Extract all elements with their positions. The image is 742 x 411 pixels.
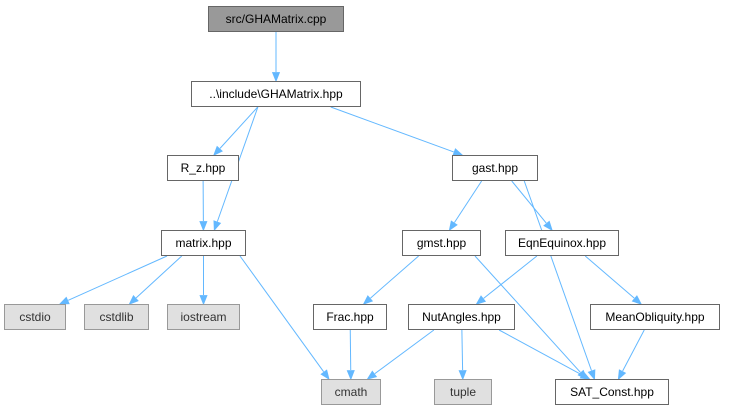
arrowhead-icon — [58, 296, 70, 305]
arrowhead-icon — [366, 370, 378, 380]
dependency-edge — [370, 255, 419, 299]
dependency-edge — [523, 180, 592, 371]
node-r-z-hpp[interactable]: R_z.hpp — [167, 155, 239, 181]
arrowhead-icon — [128, 295, 139, 305]
arrowhead-icon — [199, 295, 208, 306]
node-gmst-hpp[interactable]: gmst.hpp — [402, 230, 481, 256]
dependency-edge — [498, 329, 582, 376]
dependency-edge — [330, 106, 454, 153]
node-ghamatrix-hpp[interactable]: ..\include\GHAMatrix.hpp — [191, 81, 361, 107]
node-iostream: iostream — [167, 304, 240, 330]
node-cstdio: cstdio — [4, 304, 66, 330]
node-matrix-hpp[interactable]: matrix.hpp — [161, 230, 246, 256]
arrowhead-icon — [475, 295, 487, 305]
node-sat-const-hpp[interactable]: SAT_Const.hpp — [555, 379, 669, 405]
dependency-edge — [483, 255, 538, 299]
node-cmath: cmath — [321, 379, 381, 405]
node-meanobliquity-hpp[interactable]: MeanObliquity.hpp — [590, 304, 720, 330]
arrowhead-icon — [631, 295, 643, 305]
dependency-edge — [219, 106, 259, 149]
node-frac-hpp[interactable]: Frac.hpp — [313, 304, 387, 330]
dependency-edge — [622, 329, 645, 372]
arrowhead-icon — [362, 295, 374, 305]
dependency-edge — [374, 329, 435, 375]
arrowhead-icon — [448, 220, 458, 232]
dependency-edge — [461, 329, 464, 371]
arrowhead-icon — [346, 370, 355, 381]
node-nutangles-hpp[interactable]: NutAngles.hpp — [408, 304, 515, 330]
dependency-edge — [68, 255, 168, 301]
arrowhead-icon — [617, 369, 627, 381]
dependency-edge — [239, 255, 325, 372]
arrowhead-icon — [587, 369, 596, 381]
dependency-edge — [511, 180, 547, 224]
node-tuple: tuple — [434, 379, 492, 405]
arrowhead-icon — [271, 72, 281, 83]
dependency-edge — [454, 180, 483, 223]
arrowhead-icon — [213, 220, 222, 232]
dependency-edge — [474, 255, 581, 373]
arrowhead-icon — [579, 371, 591, 380]
node-eqnequinox-hpp[interactable]: EqnEquinox.hpp — [505, 230, 619, 256]
node-ghamatrix-cpp[interactable]: src/GHAMatrix.cpp — [208, 6, 344, 32]
dependency-edge — [584, 255, 635, 299]
arrowhead-icon — [320, 369, 330, 381]
arrowhead-icon — [458, 370, 467, 381]
node-gast-hpp[interactable]: gast.hpp — [452, 155, 538, 181]
arrowhead-icon — [213, 145, 223, 156]
dependency-edge — [135, 255, 183, 299]
arrowhead-icon — [543, 220, 553, 232]
arrowhead-icon — [199, 221, 208, 232]
node-cstdlib: cstdlib — [84, 304, 149, 330]
